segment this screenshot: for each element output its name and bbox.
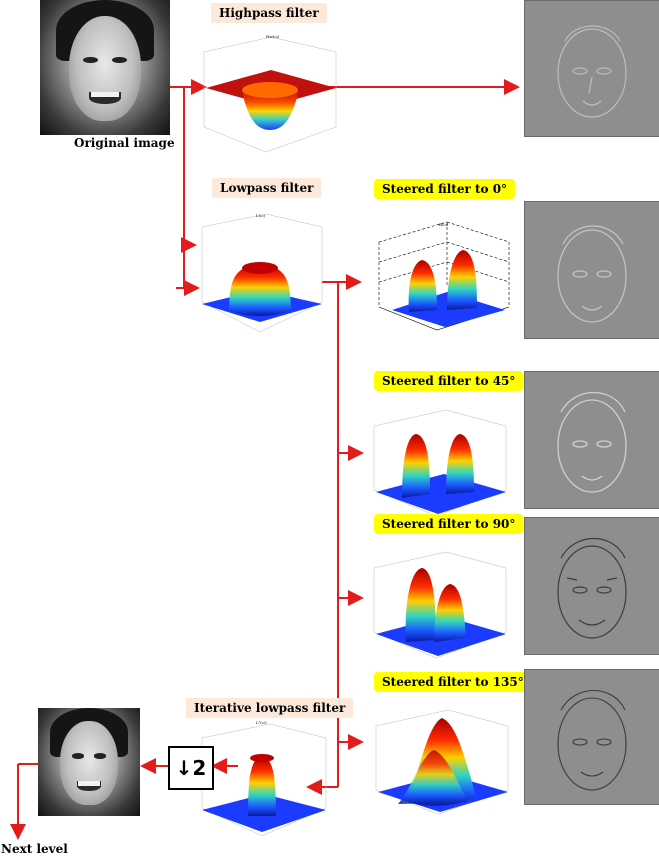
svg-text:L(ω): L(ω) [256,213,265,218]
highpass-plot: Hw(ω) [196,32,344,158]
original-image [40,0,170,135]
iterative-lowpass-label: Iterative lowpass filter [186,698,354,718]
downsampled-image [38,708,140,816]
highpass-label: Highpass filter [211,3,327,23]
steer90-label: Steered filter to 90° [374,514,524,534]
steer90-output-image [524,517,659,655]
next-level-label: Next level [1,842,68,856]
steer45-label: Steered filter to 45° [374,371,524,391]
steer90-plot [366,546,514,666]
downsample-box: ↓2 [168,746,214,790]
steer0-plot: B(ω) [367,212,517,334]
steer135-output-image [524,669,659,805]
steer0-output-image [524,201,659,339]
steer135-label: Steered filter to 135° [374,672,532,692]
svg-text:B(ω): B(ω) [439,222,449,227]
steer45-plot [366,404,514,524]
highpass-output-image [524,0,659,137]
svg-text:L¹(ω): L¹(ω) [256,720,267,725]
svg-text:Hw(ω): Hw(ω) [266,34,280,39]
steer135-plot [368,704,516,822]
steer45-output-image [524,371,659,509]
lowpass-label: Lowpass filter [212,178,322,198]
iterative-lowpass-plot: L¹(ω) [196,720,330,844]
original-image-label: Original image [74,136,175,150]
lowpass-plot: L(ω) [196,212,326,340]
steer0-label: Steered filter to 0° [374,179,516,199]
